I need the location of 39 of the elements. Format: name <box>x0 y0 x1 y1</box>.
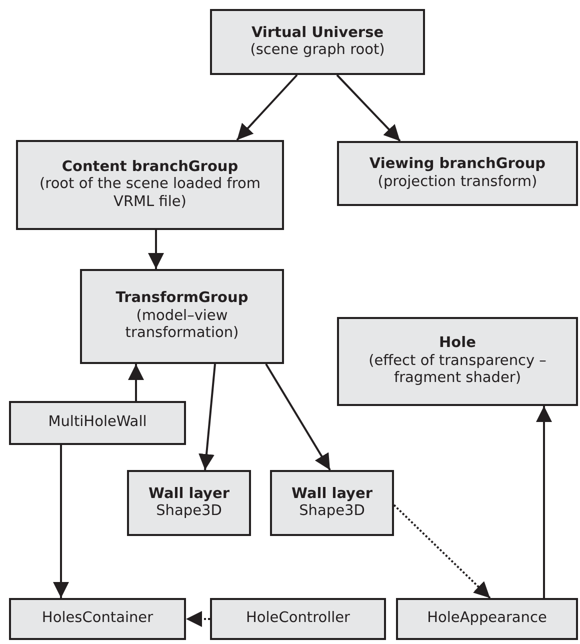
node-text: HoleAppearance <box>427 610 547 628</box>
node-title: Virtual Universe <box>251 24 384 42</box>
node-box <box>337 317 578 406</box>
arrow <box>265 363 331 471</box>
node-text: (effect of transparency – fragment shader) <box>368 352 548 388</box>
node-text: (scene graph root) <box>250 42 385 60</box>
node-text: Shape3D <box>299 503 365 520</box>
node-text: HolesContainer <box>42 610 154 628</box>
arrow <box>393 504 491 599</box>
node-title: Content branchGroup <box>62 158 238 176</box>
node-box <box>9 598 186 640</box>
node-title: Hole <box>439 335 476 353</box>
node-box <box>210 598 386 640</box>
node-box <box>80 269 284 364</box>
node-title: TransformGroup <box>116 290 248 308</box>
arrow <box>336 74 401 142</box>
arrow <box>536 406 552 598</box>
node-title: Wall layer <box>292 486 372 503</box>
node-text: Shape3D <box>156 503 222 520</box>
node-box <box>127 470 251 536</box>
node-box <box>9 401 186 445</box>
node-box <box>210 9 425 75</box>
node-text: (root of the scene loaded from VRML file) <box>38 176 262 212</box>
arrow <box>148 230 164 269</box>
arrow <box>128 364 144 401</box>
node-text: (projection transform) <box>378 174 538 191</box>
node-box <box>396 598 578 640</box>
node-title: Wall layer <box>148 486 230 503</box>
node-box <box>337 141 578 206</box>
arrow <box>53 445 69 598</box>
arrow <box>198 364 216 470</box>
arrow <box>186 611 210 627</box>
node-box <box>16 140 284 230</box>
node-text: HoleController <box>246 610 350 628</box>
node-title: Viewing branchGroup <box>369 156 546 174</box>
arrow <box>236 74 298 141</box>
node-box <box>270 470 394 536</box>
node-text: MultiHoleWall <box>48 414 147 432</box>
node-text: (model–view transformation) <box>124 308 240 343</box>
